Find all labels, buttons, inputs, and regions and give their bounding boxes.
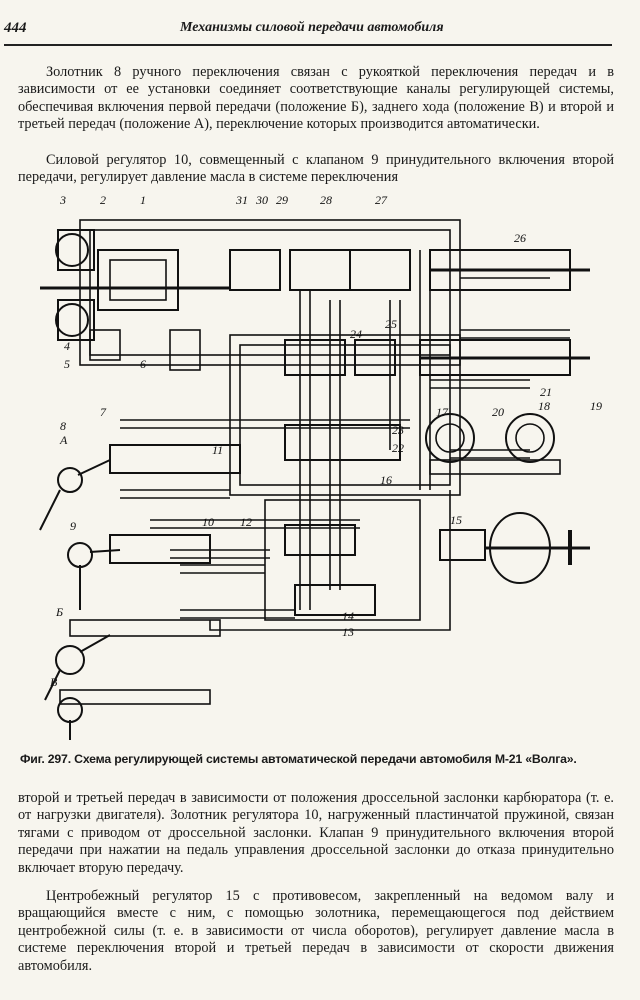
page-number: 444: [4, 20, 27, 36]
callout-10: 10: [202, 515, 214, 529]
callout-4: 4: [64, 339, 70, 353]
callout-31: 31: [235, 193, 248, 207]
callout-2: 2: [100, 193, 106, 207]
callout-18: 18: [538, 399, 550, 413]
figure-caption-text: Схема регулирующей системы автоматическо…: [74, 752, 577, 766]
callout-17: 17: [436, 405, 449, 419]
hydraulic-scheme-drawing: 3 2 1 31 30 29 28 27 26 4 5 6 24 25 21 8…: [39, 193, 602, 740]
figure-caption: Фиг. 297. Схема регулирующей системы авт…: [20, 752, 620, 766]
header-rule: [4, 44, 612, 46]
callout-1: 1: [140, 193, 146, 207]
callout-A: А: [59, 433, 68, 447]
callout-8: 8: [60, 419, 66, 433]
callout-24: 24: [350, 327, 362, 341]
callout-16: 16: [380, 473, 392, 487]
callout-15: 15: [450, 513, 462, 527]
callout-22: 22: [392, 441, 404, 455]
callout-9: 9: [70, 519, 76, 533]
callout-23: 23: [392, 423, 404, 437]
callout-19: 19: [590, 399, 602, 413]
callout-28: 28: [320, 193, 332, 207]
callout-25: 25: [385, 317, 397, 331]
callout-12: 12: [240, 515, 252, 529]
callout-B-cyr: Б: [55, 605, 63, 619]
paragraph-regulator-continued: второй и третьей передач в зависимости о…: [18, 790, 614, 876]
callout-6: 6: [140, 357, 146, 371]
page-header: 444 Механизмы силовой передачи автомобил…: [0, 0, 640, 50]
callout-3: 3: [59, 193, 66, 207]
callout-30: 30: [255, 193, 268, 207]
callout-13: 13: [342, 625, 354, 639]
callout-21: 21: [540, 385, 552, 399]
callout-26: 26: [514, 231, 526, 245]
callout-27: 27: [375, 193, 388, 207]
paragraph-manual-valve: Золотник 8 ручного переключения связан с…: [18, 64, 614, 133]
callout-14: 14: [342, 609, 354, 623]
figure-caption-label: Фиг. 297.: [20, 752, 71, 766]
paragraph-power-regulator: Силовой регулятор 10, совмещенный с клап…: [18, 152, 614, 186]
callout-20: 20: [492, 405, 504, 419]
hydraulic-scheme-figure: 3 2 1 31 30 29 28 27 26 4 5 6 24 25 21 8…: [30, 190, 610, 745]
callout-V-cyr: В: [50, 675, 58, 689]
paragraph-centrifugal-regulator: Центробежный регулятор 15 с противовесом…: [18, 888, 614, 974]
running-title: Механизмы силовой передачи автомобиля: [180, 20, 444, 35]
figure-callout-labels: 3 2 1 31 30 29 28 27 26 4 5 6 24 25 21 8…: [50, 193, 602, 689]
callout-11: 11: [212, 443, 223, 457]
callout-5: 5: [64, 357, 70, 371]
callout-29: 29: [276, 193, 288, 207]
callout-7: 7: [100, 405, 107, 419]
